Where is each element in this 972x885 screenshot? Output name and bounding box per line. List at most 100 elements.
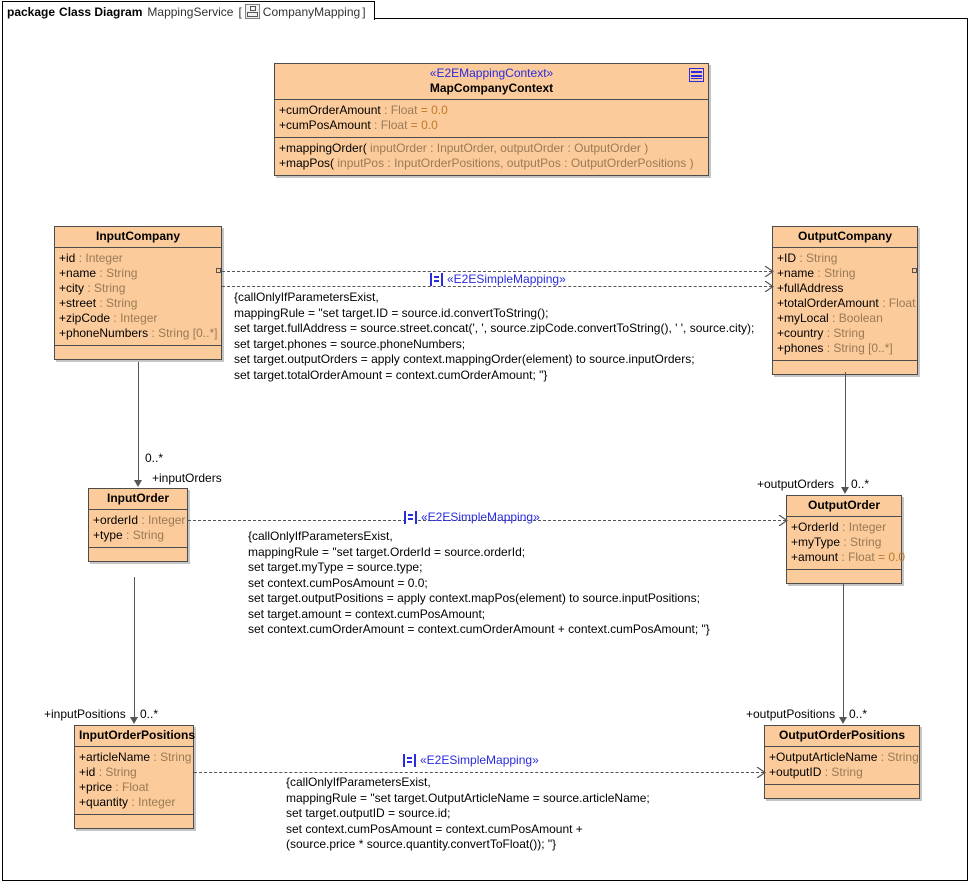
constraint-line: set target.outputOrders = apply context.… <box>234 352 695 366</box>
attribute-row: +cumPosAmount : Float = 0.0 <box>279 118 705 133</box>
visibility: + <box>279 118 287 132</box>
class-name: OutputOrder <box>808 498 880 512</box>
separator: : <box>95 765 106 779</box>
visibility: + <box>59 266 67 280</box>
attribute-type: Integer <box>85 251 123 265</box>
separator: : <box>840 535 851 549</box>
visibility: + <box>777 251 785 265</box>
constraint-line: set target.myType = source.type; <box>248 560 423 574</box>
class-output-order[interactable]: OutputOrder +OrderId : Integer +myType :… <box>786 495 906 584</box>
constraint-line: set target.amount = context.cumPosAmount… <box>248 606 486 621</box>
visibility: + <box>59 281 67 295</box>
class-output-company[interactable]: OutputCompany +ID : String +name : Strin… <box>772 226 918 375</box>
constraint-line: {callOnlyIfParametersExist, <box>286 775 431 789</box>
class-input-order-positions[interactable]: InputOrderPositions +articleName : Strin… <box>74 725 196 829</box>
attributes-compartment: +orderId : Integer +type : String <box>89 510 187 548</box>
class-input-order[interactable]: InputOrder +orderId : Integer +type : St… <box>88 488 188 562</box>
attribute-type: Integer <box>120 311 158 325</box>
assoc-line-input-orders[interactable] <box>138 362 139 480</box>
class-header: OutputOrderPositions <box>765 726 919 747</box>
visibility: + <box>279 141 287 155</box>
attribute-type: String [0..*] <box>158 326 218 340</box>
class-header: InputCompany <box>55 227 221 248</box>
attribute-row: +zipCode : Integer <box>59 311 218 326</box>
assoc-line-input-positions[interactable] <box>134 577 135 717</box>
attribute-type: String <box>831 765 863 779</box>
attribute-name: totalOrderAmount <box>784 296 879 310</box>
class-header: OutputCompany <box>773 227 917 248</box>
separator: : <box>821 765 832 779</box>
mapping-label-order[interactable]: «E2ESimpleMapping» <box>404 510 540 524</box>
port-output-company <box>912 268 917 273</box>
operations-compartment <box>55 346 221 359</box>
separator: : <box>148 326 159 340</box>
attribute-row: +fullAddress <box>777 281 914 296</box>
operation-row: +mappingOrder( inputOrder : InputOrder, … <box>279 141 705 156</box>
attribute-type: String <box>105 765 137 779</box>
separator: : <box>75 251 86 265</box>
port-input-company <box>216 268 221 273</box>
attribute-type: String <box>833 326 865 340</box>
mapping-line-company-2[interactable] <box>222 286 772 287</box>
separator: : <box>828 311 839 325</box>
attribute-name: amount <box>798 550 839 564</box>
attribute-name: id <box>86 765 96 779</box>
mapping-stereotype: «E2ESimpleMapping» <box>447 272 566 286</box>
simple-mapping-icon <box>404 510 417 524</box>
visibility: + <box>59 296 67 310</box>
visibility: + <box>79 780 87 794</box>
attribute-name: id <box>66 251 76 265</box>
role-label-input-positions: +inputPositions <box>44 707 126 721</box>
multiplicity-output-orders: 0..* <box>851 477 870 491</box>
assoc-line-output-positions[interactable] <box>843 584 844 717</box>
operation-params: inputPos : InputOrderPositions, outputPo… <box>334 156 694 170</box>
visibility: + <box>59 311 67 325</box>
package-header-tab: package Class Diagram MappingService [ C… <box>2 1 375 20</box>
attribute-type: Float <box>888 296 916 310</box>
attributes-compartment: +id : Integer +name : String +city : Str… <box>55 248 221 346</box>
operation-name: mappingOrder( <box>286 141 367 155</box>
multiplicity-output-positions: 0..* <box>849 707 868 721</box>
mapping-label-positions[interactable]: «E2ESimpleMapping» <box>403 753 539 767</box>
operation-params: inputOrder : InputOrder, outputOrder : O… <box>366 141 649 155</box>
class-output-order-positions[interactable]: OutputOrderPositions +OutputArticleName … <box>764 725 920 799</box>
constraint-line: set target.outputPositions = apply conte… <box>248 591 700 605</box>
attribute-name: ID <box>784 251 797 265</box>
constraint-line: set context.cumOrderAmount = context.cum… <box>248 622 710 636</box>
visibility: + <box>279 156 287 170</box>
class-name: MapCompanyContext <box>429 81 554 95</box>
attribute-name: OutputArticleName <box>776 750 878 764</box>
visibility: + <box>777 326 785 340</box>
attribute-type: String <box>887 750 919 764</box>
class-map-company-context[interactable]: «E2EMappingContext» MapCompanyContext +c… <box>274 63 709 176</box>
attribute-name: orderId <box>100 513 139 527</box>
assoc-arrow-input-orders <box>134 480 142 487</box>
separator: : <box>122 528 133 542</box>
mapping-arrowhead-company-1 <box>764 266 774 277</box>
constraint-line: set context.cumPosAmount = context.cumPo… <box>286 821 583 836</box>
attribute-row: +price : Float <box>79 780 190 795</box>
mapping-label-company[interactable]: «E2ESimpleMapping» <box>430 272 566 286</box>
mapping-arrowhead-company-2 <box>764 281 774 292</box>
attribute-row: +myType : String <box>791 535 898 550</box>
class-name: InputOrderPositions <box>79 728 196 742</box>
attribute-row: +cumOrderAmount : Float = 0.0 <box>279 103 705 118</box>
simple-mapping-icon <box>403 753 416 767</box>
attribute-row: +articleName : String <box>79 750 191 765</box>
class-stereotype: «E2EMappingContext» <box>429 66 554 80</box>
assoc-arrow-input-positions <box>130 717 138 724</box>
attribute-default: = 0.0 <box>874 550 906 564</box>
operations-compartment <box>89 548 187 561</box>
attributes-compartment: +ID : String +name : String +fullAddress… <box>773 248 917 361</box>
mapping-line-company-1[interactable] <box>222 271 772 272</box>
mapping-line-positions[interactable] <box>194 772 764 773</box>
separator: : <box>838 520 849 534</box>
attribute-type: String <box>850 535 882 549</box>
separator: : <box>138 513 149 527</box>
assoc-line-output-orders[interactable] <box>845 372 846 487</box>
attribute-type: Boolean <box>838 311 883 325</box>
attribute-row: +OutputArticleName : String <box>769 750 919 765</box>
class-input-company[interactable]: InputCompany +id : Integer +name : Strin… <box>54 226 222 360</box>
mapping-line-order[interactable] <box>188 520 786 521</box>
